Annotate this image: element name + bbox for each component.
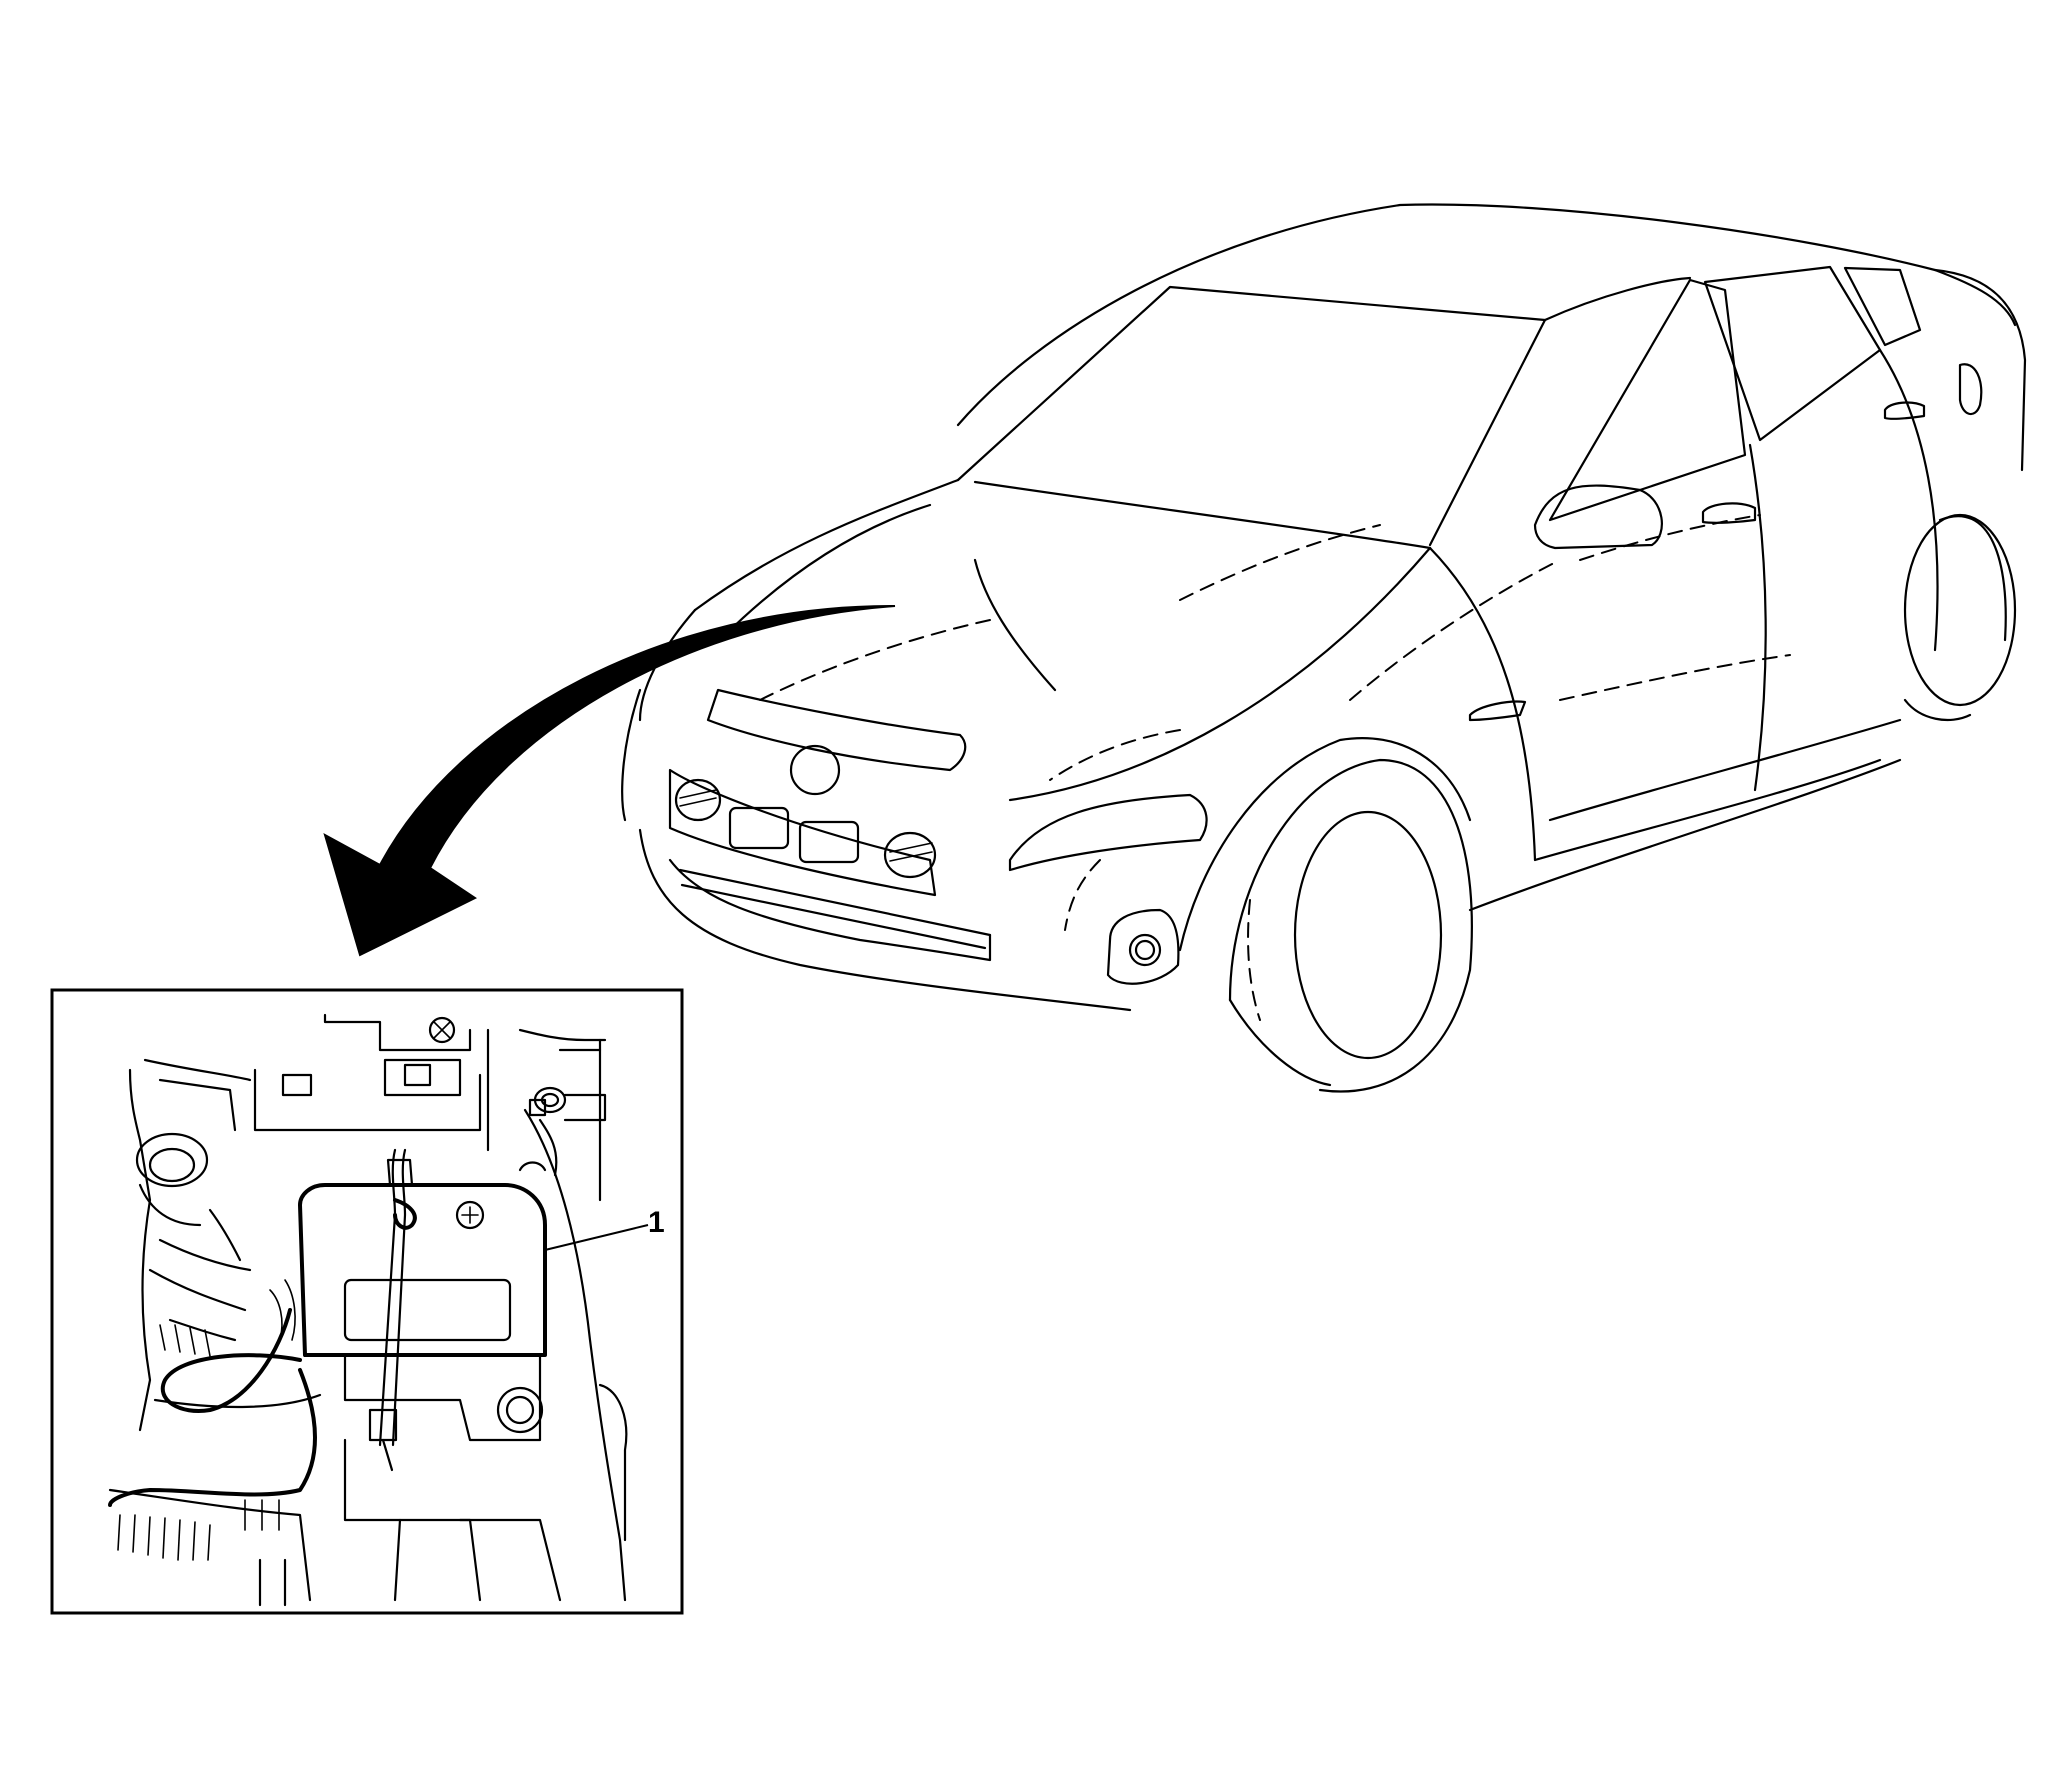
- vehicle-illustration: [621, 203, 2027, 1093]
- module: [298, 1183, 547, 1357]
- callout-label-1: 1: [648, 1206, 665, 1239]
- inset-frame: [50, 988, 684, 1615]
- hatching: [117, 1324, 280, 1561]
- callout-leader-line: [544, 1224, 649, 1251]
- detail-inset: 1: [50, 988, 684, 1615]
- curved-arrow: [323, 604, 896, 957]
